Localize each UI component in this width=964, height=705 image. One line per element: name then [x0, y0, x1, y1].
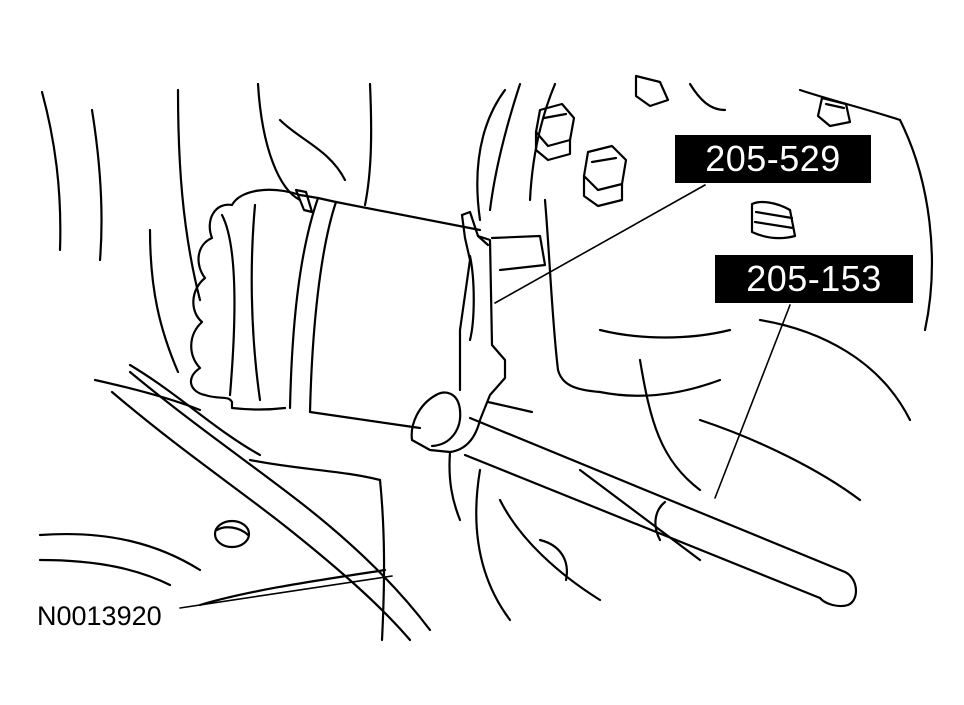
lower-panel	[38, 370, 432, 642]
figure-id-label: N0013920	[37, 601, 162, 631]
callout-label-tool-1: 205-529	[675, 135, 871, 183]
knuckle-structure	[475, 82, 933, 622]
cv-joint-boot	[189, 188, 482, 430]
leader-lines	[179, 184, 791, 609]
flange-bolt-2	[582, 144, 628, 208]
boot-clamp-tool	[410, 210, 547, 454]
installer-handle	[448, 416, 857, 608]
callout-label-tool-2: 205-153	[715, 255, 913, 303]
flange-bolt-4	[816, 96, 852, 128]
vehicle-structure-left	[40, 82, 373, 457]
flange-bolt-3	[634, 74, 670, 108]
flange-bolt-1	[534, 102, 576, 162]
stud-bolt	[750, 200, 797, 240]
